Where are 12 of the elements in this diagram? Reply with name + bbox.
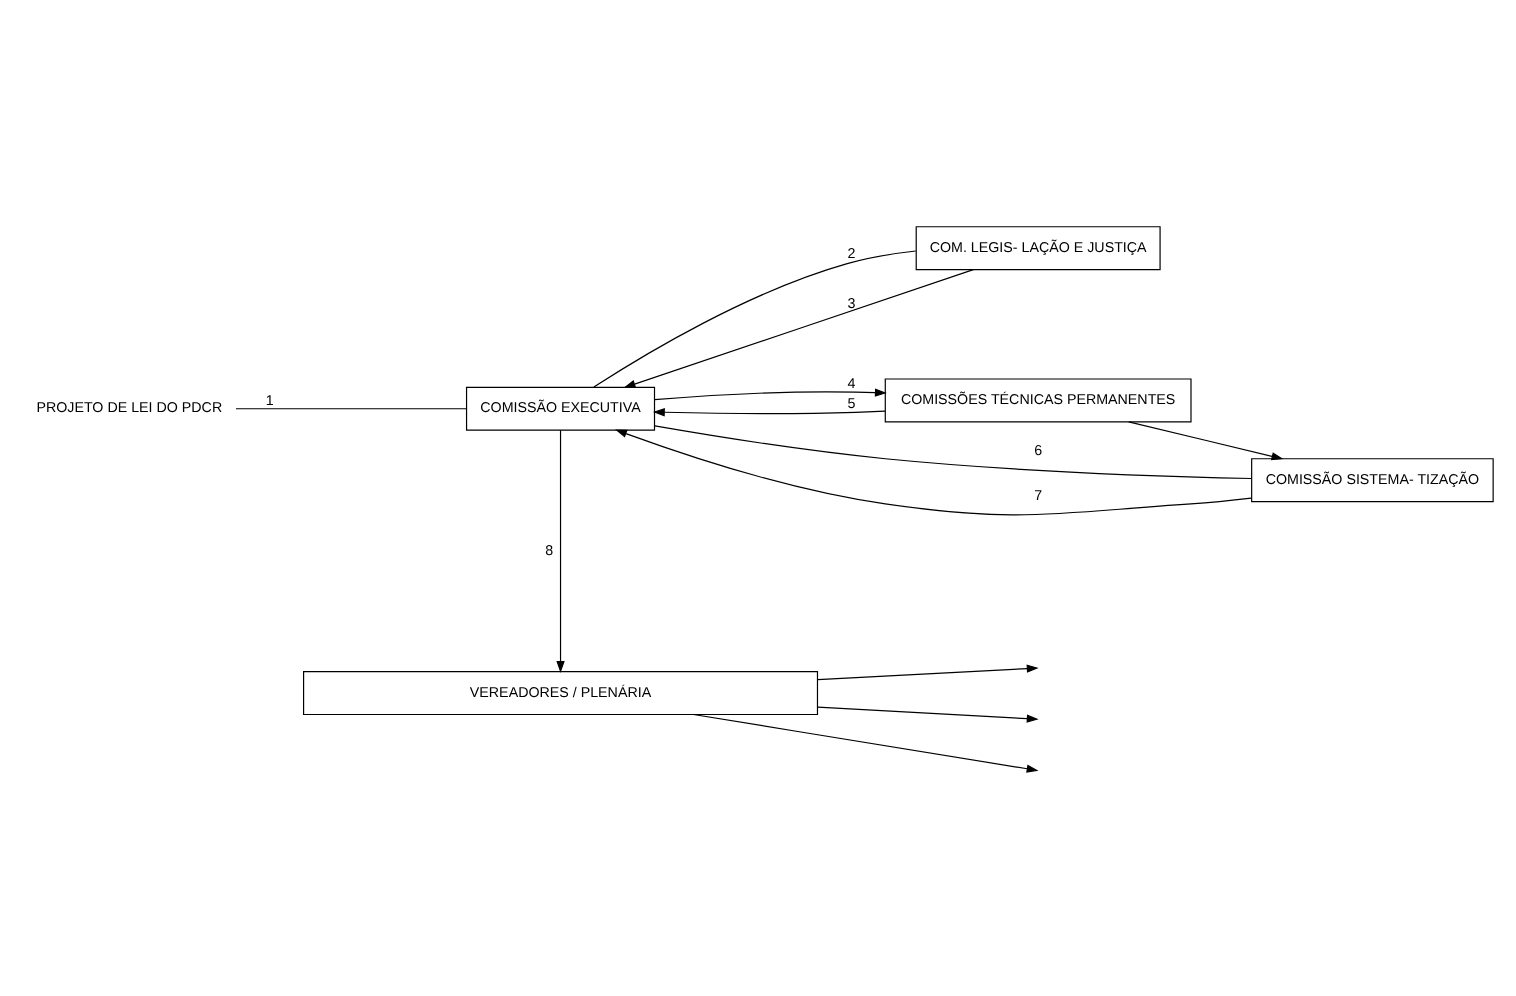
connector (593, 249, 917, 387)
arrow (1128, 420, 1284, 460)
arrow (652, 407, 886, 416)
arrow (692, 712, 1039, 772)
arrow (615, 428, 1252, 515)
arrow (817, 705, 1039, 722)
arrow (817, 663, 1039, 680)
connector (235, 407, 467, 409)
arrow (556, 428, 565, 673)
arrow (654, 387, 887, 400)
connector (654, 424, 1253, 479)
arrow (623, 268, 974, 387)
